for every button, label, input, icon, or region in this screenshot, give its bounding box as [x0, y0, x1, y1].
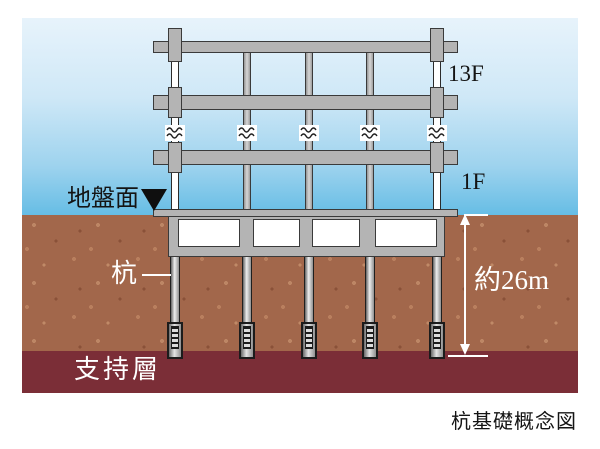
- interior-column: [305, 164, 313, 210]
- pile-tip: [301, 322, 317, 359]
- pile-tip-ribs: [433, 326, 441, 349]
- foundation-opening: [375, 219, 437, 247]
- depth-label: 約26m: [474, 265, 550, 295]
- interior-column: [305, 52, 313, 96]
- pile-shaft: [365, 256, 375, 323]
- pile-tip: [362, 322, 378, 359]
- foundation-opening: [312, 219, 360, 247]
- ground-surface-marker-icon: [141, 189, 167, 211]
- foundation-opening: [178, 219, 240, 247]
- floor-beam: [153, 150, 458, 165]
- floor-beam: [153, 95, 458, 110]
- pile-tip: [239, 322, 255, 359]
- interior-column: [243, 164, 251, 210]
- pile-tip-ribs: [243, 326, 251, 349]
- pile-shaft: [242, 256, 252, 323]
- interior-column: [366, 164, 374, 210]
- interior-column: [243, 52, 251, 96]
- story-break-icon: [299, 125, 319, 141]
- interior-column: [366, 52, 374, 96]
- support-layer-band: [22, 351, 578, 393]
- depth-dimension-bottom-tick: [448, 355, 488, 357]
- depth-dimension-down-arrow-icon: [460, 344, 470, 355]
- beam-column-joint: [430, 142, 444, 173]
- support-layer-label: 支持層: [74, 355, 162, 384]
- pile-tip: [167, 322, 183, 359]
- pile-leader-line: [142, 274, 171, 276]
- beam-column-joint: [168, 28, 182, 62]
- pile-label: 杭: [111, 259, 138, 288]
- depth-dimension-top-tick: [464, 214, 488, 216]
- story-break-icon: [360, 125, 380, 141]
- pile-tip: [429, 322, 445, 359]
- story-break-icon: [165, 125, 185, 141]
- floor-1f-label: 1F: [461, 169, 486, 194]
- beam-column-joint: [430, 87, 444, 118]
- depth-dimension-line: [464, 223, 466, 345]
- beam-column-joint: [168, 87, 182, 118]
- pile-shaft: [170, 256, 180, 323]
- foundation-opening: [253, 219, 300, 247]
- pile-tip-ribs: [305, 326, 313, 349]
- story-break-icon: [237, 125, 257, 141]
- pile-tip-ribs: [366, 326, 374, 349]
- diagram-area: 地盤面 杭 約26m 13F 1F 支持層: [22, 18, 578, 393]
- depth-dimension-up-arrow-icon: [460, 214, 470, 225]
- building-structure: [22, 18, 578, 393]
- pile-shaft: [432, 256, 442, 323]
- ground-surface-label: 地盤面: [67, 186, 139, 212]
- beam-column-joint: [430, 28, 444, 62]
- pile-shaft: [304, 256, 314, 323]
- beam-column-joint: [168, 142, 182, 173]
- story-break-icon: [427, 125, 447, 141]
- pile-tip-ribs: [171, 326, 179, 349]
- floor-beam: [153, 41, 458, 53]
- floor-13f-label: 13F: [448, 61, 484, 86]
- diagram-caption: 杭基礎概念図: [451, 411, 577, 433]
